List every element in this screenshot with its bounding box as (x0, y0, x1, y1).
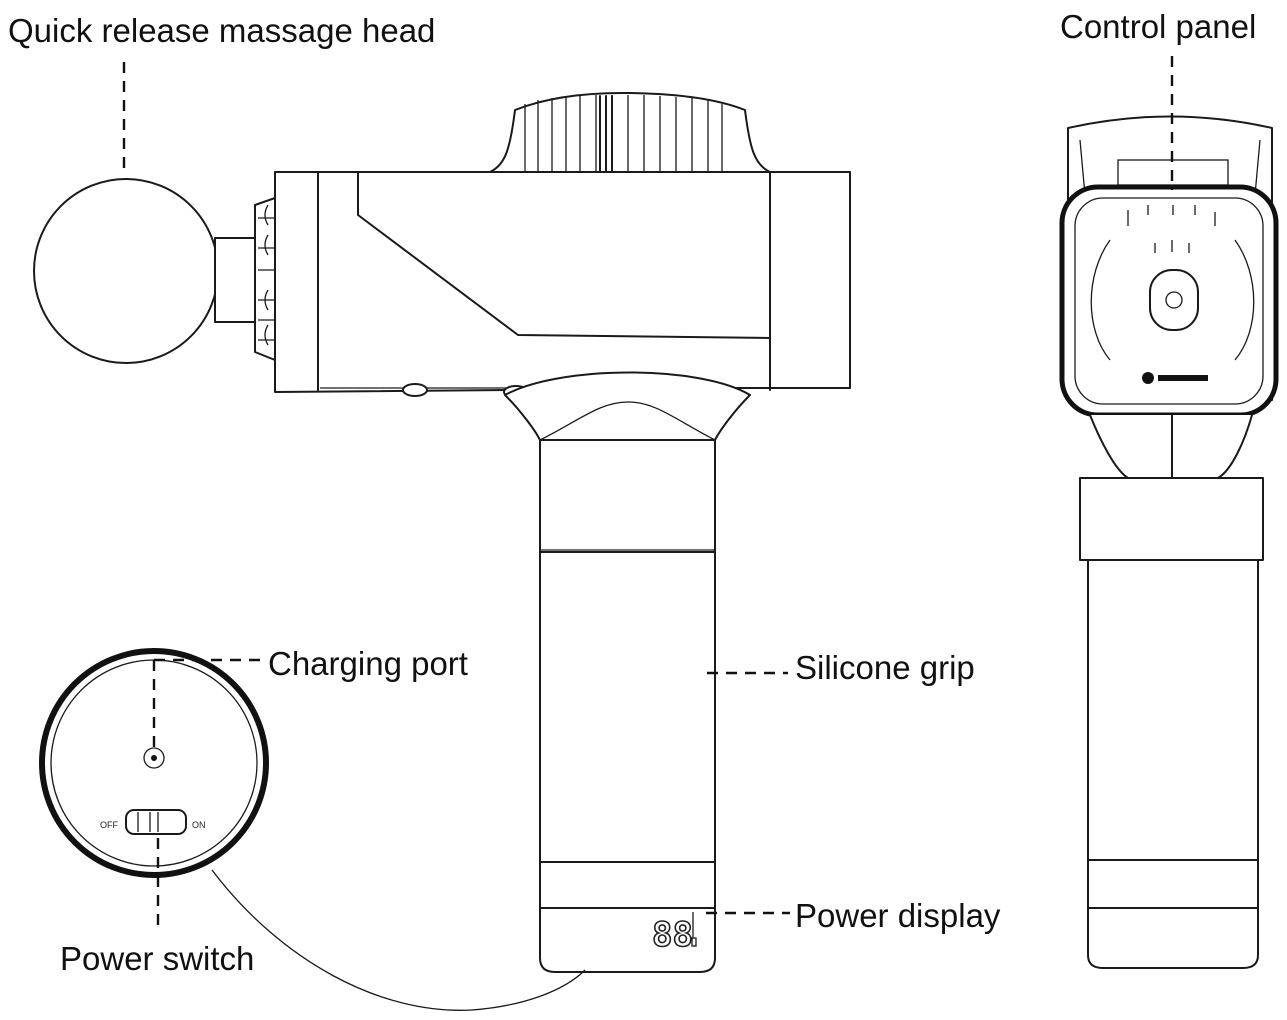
handle: 88 (539, 439, 716, 973)
switch-off-label: OFF (100, 820, 118, 830)
connector-arc (211, 869, 586, 1011)
label-silicone-grip: Silicone grip (795, 649, 975, 686)
switch-on-label: ON (192, 820, 206, 830)
label-power-switch: Power switch (60, 940, 254, 977)
control-button (1149, 269, 1199, 331)
front-view (1059, 115, 1279, 969)
leader-lines (122, 56, 1174, 930)
massage-ball (33, 178, 219, 364)
main-body (274, 171, 851, 399)
silicone-grip (539, 551, 716, 863)
label-charging-port: Charging port (268, 645, 468, 682)
label-massage-head: Quick release massage head (8, 12, 435, 49)
power-switch-slider (125, 809, 187, 835)
power-display-digits: 88 (652, 915, 693, 955)
label-power-display: Power display (795, 897, 1001, 934)
base-outer-ring (39, 648, 269, 878)
brand-logo (1142, 372, 1208, 384)
speed-indicators (1127, 205, 1216, 253)
label-control-panel: Control panel (1060, 8, 1256, 45)
charging-port-icon (143, 747, 165, 769)
handle-saddle (504, 371, 751, 441)
power-icon (1165, 291, 1183, 309)
side-view: 88 (33, 91, 851, 973)
